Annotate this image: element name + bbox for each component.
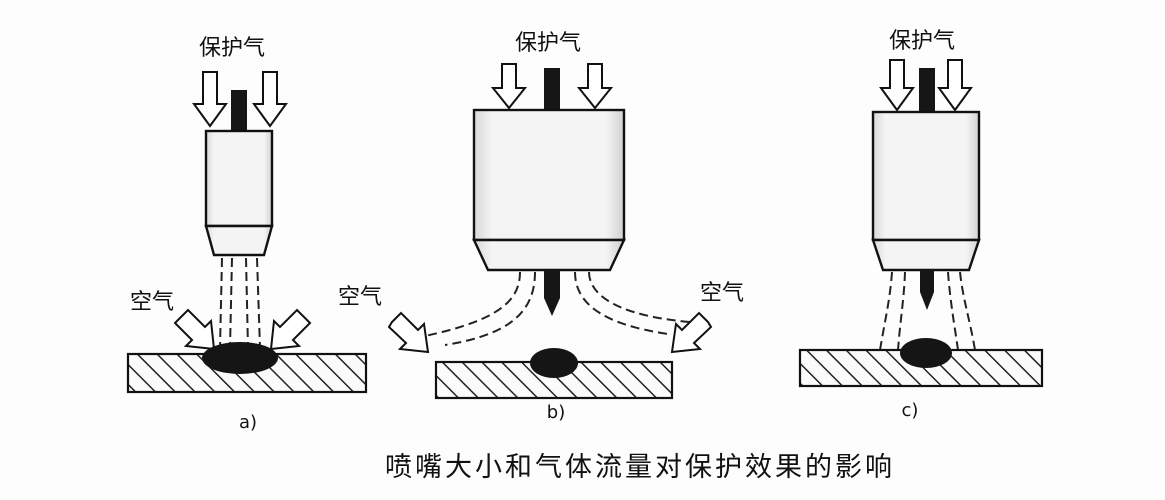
nozzle-tip: [871, 238, 981, 272]
air-arrow-icon: [269, 308, 312, 351]
gas-arrow-icon: [937, 59, 973, 112]
nozzle-medium: [871, 110, 981, 242]
shield-gas-label-a: 保护气: [199, 36, 265, 61]
panel-c: 保护气 c): [798, 29, 1044, 421]
gas-arrow-icon: [490, 63, 528, 110]
panel-label-a: a): [239, 412, 257, 433]
gas-arrow-icon: [192, 71, 228, 128]
weld-pool: [530, 348, 578, 378]
panel-a: 保护气 空气 a): [126, 36, 368, 433]
gas-arrow-icon: [252, 71, 288, 128]
gas-arrow-icon: [576, 63, 614, 110]
weld-pool: [202, 342, 278, 374]
electrode: [919, 68, 935, 114]
figure-caption: 喷嘴大小和气体流量对保护效果的影响: [385, 452, 895, 483]
air-arrow-icon: [173, 308, 216, 351]
air-arrow-icon: [387, 311, 430, 354]
panel-label-b: b): [547, 402, 565, 423]
nozzle-tip: [472, 238, 626, 272]
electrode: [544, 68, 560, 112]
electrode-tip: [920, 270, 934, 310]
electrode: [231, 90, 247, 132]
panel-label-c: c): [902, 400, 919, 421]
air-label-b-right: 空气: [700, 281, 744, 306]
shield-gas-label-b: 保护气: [515, 31, 581, 56]
weld-pool: [900, 338, 952, 368]
gas-arrow-icon: [879, 59, 915, 112]
air-arrow-icon: [670, 311, 713, 354]
air-label-b-left: 空气: [338, 285, 382, 310]
electrode-tip: [544, 270, 560, 316]
air-label-a: 空气: [130, 290, 174, 315]
panel-b: 保护气 空气 空气 b): [338, 31, 744, 423]
shield-gas-label-c: 保护气: [889, 29, 955, 54]
nozzle-small: [204, 129, 274, 228]
nozzle-tip: [204, 224, 274, 257]
nozzle-large: [472, 108, 626, 242]
